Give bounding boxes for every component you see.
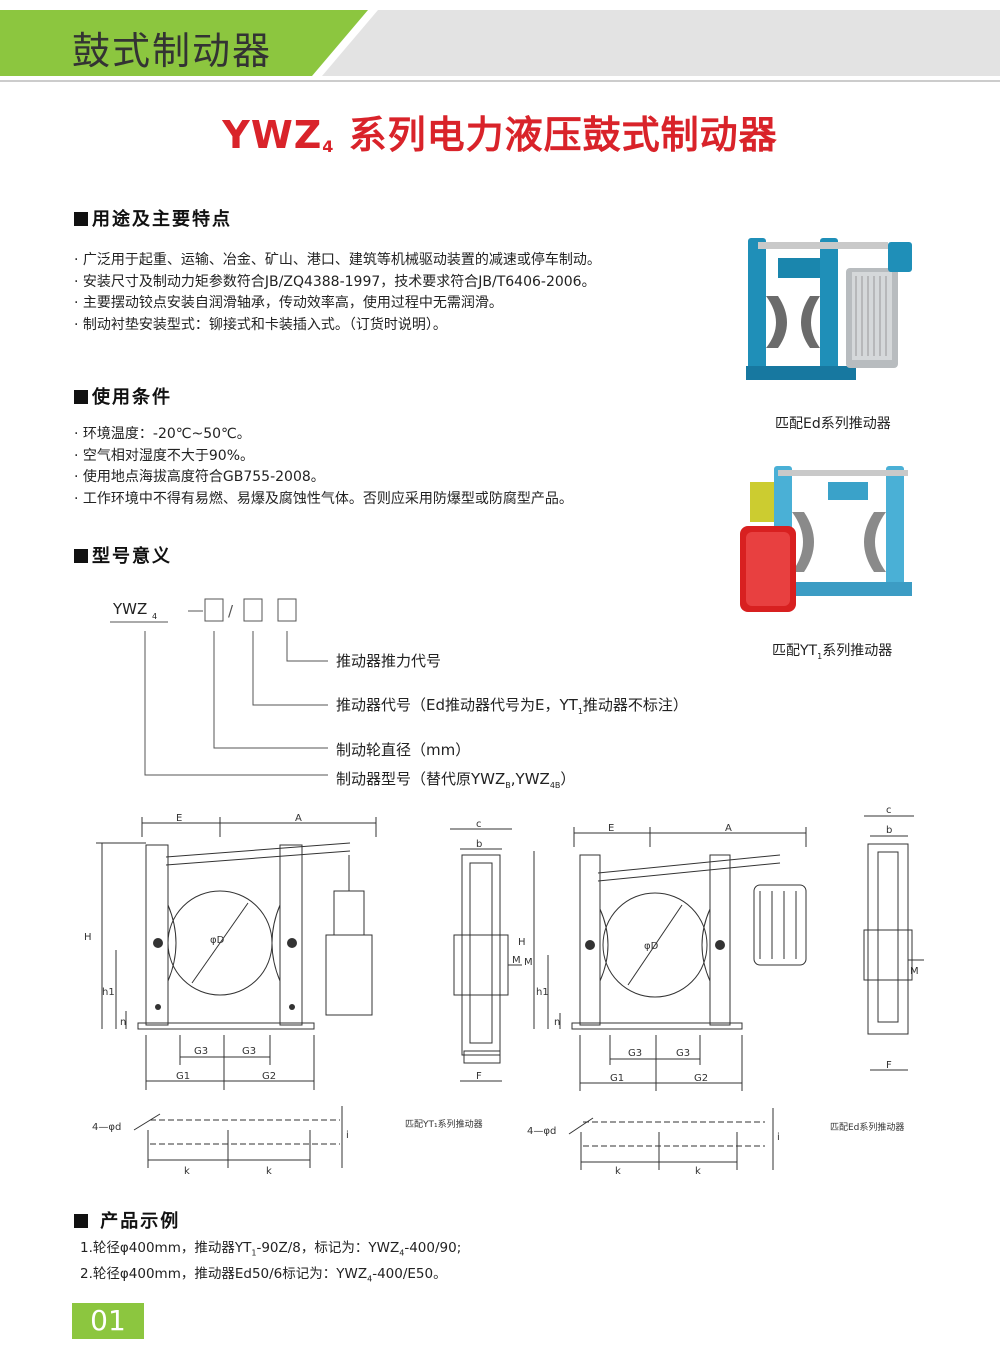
model-slash: / bbox=[228, 602, 234, 620]
dim-n: n bbox=[120, 1017, 126, 1028]
model-code: YWZ bbox=[112, 600, 147, 618]
drawing-ed-side: c b M F bbox=[863, 805, 924, 1071]
list-item: · 工作环境中不得有易燃、易爆及腐蚀性气体。否则应采用防爆型或防腐型产品。 bbox=[74, 490, 573, 507]
caption-yt1: 匹配YT1系列推动器 bbox=[772, 643, 893, 661]
list-item: · 广泛用于起重、运输、冶金、矿山、港口、建筑等机械驱动装置的减速或停车制动。 bbox=[74, 252, 601, 268]
dim-E: E bbox=[176, 813, 182, 824]
header-band bbox=[0, 10, 1000, 82]
dim-G1: G1 bbox=[176, 1071, 190, 1082]
drawing-hole-pattern-left: 4—φd k k i bbox=[92, 1106, 349, 1177]
photo-brake-ed bbox=[738, 228, 922, 400]
header-title: 鼓式制动器 bbox=[72, 29, 273, 73]
dim-G1-2: G1 bbox=[610, 1073, 624, 1084]
dim-n2: n bbox=[554, 1017, 560, 1028]
drawing-hole-pattern-right: 4—φd k k i bbox=[527, 1108, 780, 1177]
dim-A: A bbox=[295, 813, 302, 824]
examples-heading: 产品示例 bbox=[74, 1207, 180, 1233]
dim-E2: E bbox=[608, 823, 614, 834]
dim-G3: G3 bbox=[194, 1046, 208, 1057]
main-title-suffix: 系列电力液压鼓式制动器 bbox=[348, 113, 778, 157]
dim-D: φD bbox=[210, 935, 225, 946]
dim-k2: k bbox=[266, 1166, 272, 1177]
drawing-caption-yt1: 匹配YT₁系列推动器 bbox=[405, 1120, 483, 1130]
dim-b: b bbox=[476, 839, 482, 850]
page-number: 01 bbox=[72, 1303, 144, 1339]
list-item: · 环境温度：-20℃~50℃。 bbox=[74, 426, 251, 442]
list-item: 2.轮径φ400mm，推动器Ed50/6标记为：YWZ4-400/E50。 bbox=[80, 1265, 447, 1284]
list-item: · 使用地点海拔高度符合GB755-2008。 bbox=[74, 469, 325, 485]
legend-thrust-code: 推动器推力代号 bbox=[336, 652, 442, 670]
features-heading: 用途及主要特点 bbox=[74, 205, 232, 231]
caption-ed: 匹配Ed系列推动器 bbox=[775, 416, 891, 432]
model-code-sub: 4 bbox=[152, 612, 157, 621]
drawing-yt1-side: c b M F bbox=[450, 819, 522, 1082]
dim-G2-2: G2 bbox=[694, 1073, 708, 1084]
model-heading: 型号意义 bbox=[74, 542, 172, 568]
model-code-diagram: YWZ 4 / bbox=[110, 598, 328, 776]
dim-H: H bbox=[84, 932, 92, 943]
dim-hole: 4—φd bbox=[92, 1122, 121, 1133]
dim-i: i bbox=[346, 1130, 349, 1141]
dim-F: F bbox=[476, 1071, 482, 1082]
drawing-caption-ed: 匹配Ed系列推动器 bbox=[830, 1123, 905, 1133]
dim-F2: F bbox=[886, 1060, 892, 1071]
dim-A2: A bbox=[725, 823, 732, 834]
main-title-sub: 4 bbox=[322, 137, 335, 156]
dim-G3-2b: G3 bbox=[676, 1048, 690, 1059]
legend-brake-model: 制动器型号（替代原YWZB,YWZ4B） bbox=[336, 770, 576, 790]
dim-k4: k bbox=[695, 1166, 701, 1177]
list-item: · 安装尺寸及制动力矩参数符合JB/ZQ4388-1997，技术要求符合JB/T… bbox=[74, 273, 596, 290]
list-item: · 制动衬垫安装型式：铆接式和卡装插入式。（订货时说明）。 bbox=[74, 316, 447, 333]
conditions-list: · 环境温度：-20℃~50℃。 · 空气相对湿度不大于90%。 · 使用地点海… bbox=[74, 424, 573, 510]
dim-M2: M bbox=[524, 957, 533, 968]
legend-thruster-code: 推动器代号（Ed推动器代号为E，YT1推动器不标注） bbox=[336, 696, 688, 716]
dim-c2: c bbox=[886, 805, 892, 816]
list-item: 1.轮径φ400mm，推动器YT1-90Z/8，标记为：YWZ4-400/90; bbox=[80, 1240, 462, 1258]
conditions-heading: 使用条件 bbox=[74, 383, 172, 409]
dim-k: k bbox=[184, 1166, 190, 1177]
list-item: · 空气相对湿度不大于90%。 bbox=[74, 447, 255, 464]
examples-list: 1.轮径φ400mm，推动器YT1-90Z/8，标记为：YWZ4-400/90;… bbox=[80, 1238, 461, 1289]
photo-brake-yt1 bbox=[738, 452, 922, 624]
dim-H2: H bbox=[518, 937, 526, 948]
features-list: · 广泛用于起重、运输、冶金、矿山、港口、建筑等机械驱动装置的减速或停车制动。 … bbox=[74, 250, 601, 336]
drawing-ed-front: E A H h1 n φD G3 G3 G1 G2 M bbox=[518, 823, 807, 1091]
drawing-yt1-front: E A H h1 n φD G3 G3 G1 G2 bbox=[84, 813, 377, 1090]
dim-G2: G2 bbox=[262, 1071, 276, 1082]
dim-h1: h1 bbox=[102, 987, 115, 998]
dim-hole2: 4—φd bbox=[527, 1126, 556, 1137]
main-title-code: YWZ bbox=[222, 113, 323, 157]
dim-M: M bbox=[512, 955, 521, 966]
dim-G3-2: G3 bbox=[628, 1048, 642, 1059]
list-item: · 主要摆动铰点安装自润滑轴承，传动效率高，使用过程中无需润滑。 bbox=[74, 295, 503, 311]
dim-b2: b bbox=[886, 825, 892, 836]
dim-k3: k bbox=[615, 1166, 621, 1177]
dim-i2: i bbox=[777, 1132, 780, 1143]
dim-h1-2: h1 bbox=[536, 987, 549, 998]
legend-wheel-diameter: 制动轮直径（mm） bbox=[336, 741, 471, 759]
dim-G3b: G3 bbox=[242, 1046, 256, 1057]
main-title: YWZ4 系列电力液压鼓式制动器 bbox=[0, 104, 1000, 159]
dim-c: c bbox=[476, 819, 482, 830]
dim-D2: φD bbox=[644, 941, 659, 952]
dim-M3: M bbox=[910, 966, 919, 977]
